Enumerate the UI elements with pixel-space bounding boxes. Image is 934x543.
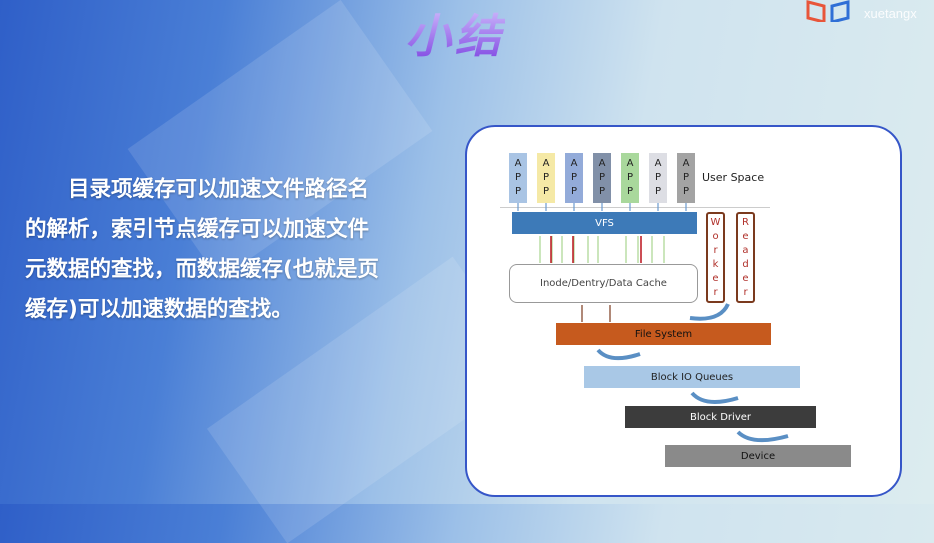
summary-text: 目录项缓存可以加速文件路径名的解析，索引节点缓存可以加速文件元数据的查找，而数据… <box>25 177 379 322</box>
worker-box: W o r k e r <box>706 212 725 303</box>
app-box: A P P <box>621 153 639 203</box>
brand-name: xuetangx <box>864 6 917 21</box>
curved-arrow <box>690 391 739 404</box>
block-io-queues-box: Block IO Queues <box>584 366 800 388</box>
app-box: A P P <box>677 153 695 203</box>
reader-box: R e a d e r <box>736 212 755 303</box>
cache-box: Inode/Dentry/Data Cache <box>509 264 698 303</box>
curved-arrow <box>736 430 789 443</box>
xuetangx-logo-icon <box>806 0 850 22</box>
app-box: A P P <box>537 153 555 203</box>
curved-arrow <box>689 303 730 321</box>
app-box: A P P <box>649 153 667 203</box>
file-system-box: File System <box>556 323 771 345</box>
slide-title: 小结 <box>405 0 505 66</box>
vfs-box: VFS <box>512 212 697 234</box>
block-driver-box: Block Driver <box>625 406 816 428</box>
app-box: A P P <box>509 153 527 203</box>
device-box: Device <box>665 445 851 467</box>
user-space-divider <box>500 207 770 208</box>
diagram-arrows <box>517 203 789 443</box>
app-box: A P P <box>593 153 611 203</box>
app-box: A P P <box>565 153 583 203</box>
user-space-label: User Space <box>702 171 765 184</box>
curved-arrow <box>596 348 641 361</box>
